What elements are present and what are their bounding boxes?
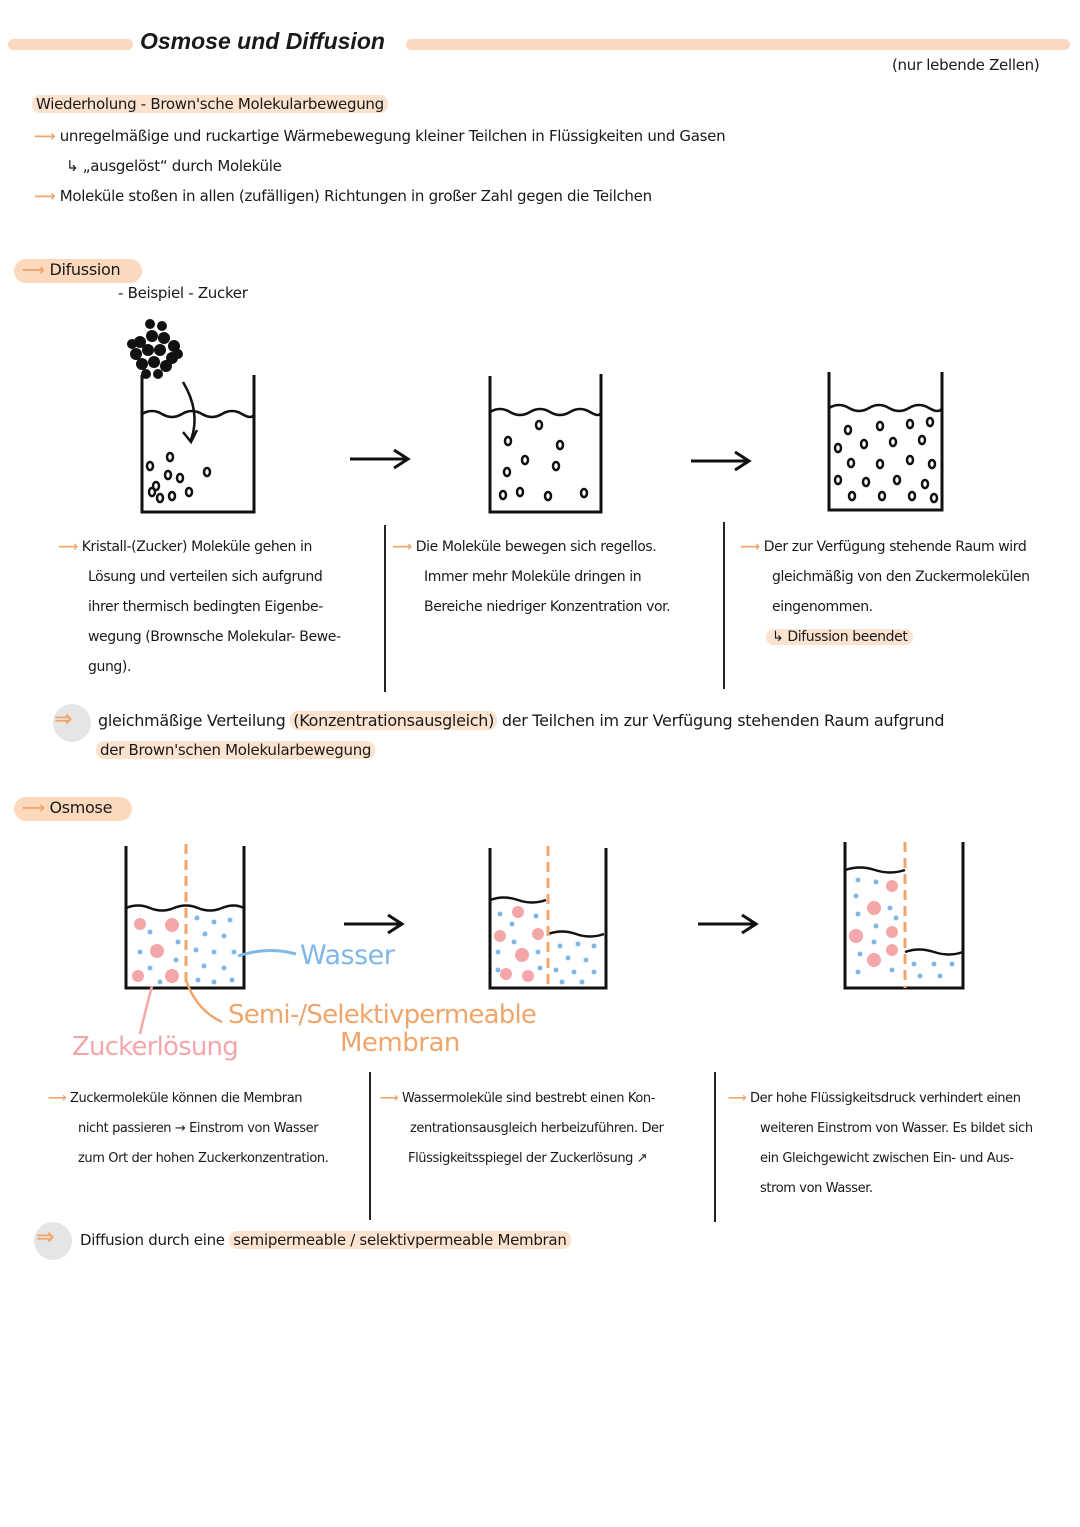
diffusion-label: ⟶ Difussion (22, 260, 121, 279)
arrow-right-icon: ⟶ (380, 1091, 399, 1106)
arrow-right-icon: ⟶ (392, 539, 412, 555)
diffusion-text-col-3: ⟶ Der zur Verfügung stehende Raum wird g… (740, 532, 1076, 652)
diffusion-col2-line1: ⟶ Die Moleküle bewegen sich regellos. (392, 539, 657, 555)
hook-arrow-icon: ↳ (66, 157, 79, 175)
label-membrane-2: Membran (340, 1028, 460, 1058)
osmose-col1-line3: zum Ort der hohen Zuckerkonzentration. (78, 1151, 329, 1166)
recap-heading: Wiederholung - Brown'sche Molekularbeweg… (32, 95, 388, 113)
osmose-col3-line3: ein Gleichgewicht zwischen Ein- und Aus- (760, 1151, 1014, 1166)
diffusion-col1-line5: gung). (88, 659, 132, 675)
diffusion-example: - Beispiel - Zucker (118, 284, 248, 302)
arrow-right-icon: ⟶ (34, 187, 56, 205)
diffusion-col2-line3: Bereiche niedriger Konzentration vor. (424, 599, 671, 615)
note-living-cells: (nur lebende Zellen) (892, 56, 1040, 74)
diffusion-col1-line4: wegung (Brownsche Molekular- Bewe- (88, 629, 341, 645)
recap-line-1-text: unregelmäßige und ruckartige Wärmebewegu… (59, 127, 726, 145)
diffusion-conclusion-line-1: gleichmäßige Verteilung (Konzentrationsa… (98, 711, 945, 730)
molecules-beaker-2 (498, 419, 589, 502)
diffusion-col1-line2: Lösung und verteilen sich aufgrund (88, 569, 323, 585)
recap-line-3: ⟶ Moleküle stoßen in allen (zufälligen) … (34, 187, 652, 205)
diffusion-text-col-1: ⟶ Kristall-(Zucker) Moleküle gehen in Lö… (58, 532, 373, 682)
diffusion-diagram (127, 319, 944, 514)
osmose-text-col-2: ⟶ Wassermoleküle sind bestrebt einen Kon… (380, 1084, 712, 1174)
recap-line-2-text: „ausgelöst“ durch Moleküle (82, 157, 282, 175)
process-arrow-1 (350, 448, 411, 470)
arrow-right-icon: ⟶ (58, 539, 78, 555)
page-title: Osmose und Diffusion (140, 28, 385, 54)
osmose-col3-line2: weiteren Einstrom von Wasser. Es bildet … (760, 1121, 1033, 1136)
beaker-1 (140, 375, 256, 514)
osmose-label: ⟶ Osmose (22, 798, 112, 817)
osmose-conclusion: Diffusion durch eine semipermeable / sel… (80, 1231, 571, 1249)
label-water: Wasser (300, 940, 395, 971)
diffusion-col3-line1: ⟶ Der zur Verfügung stehende Raum wird (740, 539, 1027, 555)
title-underline-left (8, 39, 133, 50)
osmose-beaker-3 (843, 842, 965, 990)
osmose-col2-line3: Flüssigkeitsspiegel der Zuckerlösung ↗ (408, 1151, 648, 1166)
implies-arrow-icon: ⇒ (36, 1225, 55, 1250)
osmose-col1-line1: ⟶ Zuckermoleküle können die Membran (48, 1091, 303, 1106)
diffusion-col3-line3: eingenommen. (772, 599, 873, 615)
diffusion-col1-line3: ihrer thermisch bedingten Eigenbe- (88, 599, 323, 615)
diffusion-ended: ↳ Difussion beendet (740, 622, 1076, 652)
arrow-right-icon: ⟶ (22, 798, 45, 817)
osmose-arrow-1 (344, 913, 405, 935)
arrow-right-icon: ⟶ (34, 127, 56, 145)
label-sugar-solution: Zuckerlösung (72, 1032, 239, 1062)
arrow-right-icon: ⟶ (48, 1091, 67, 1106)
diffusion-conclusion-line-2: der Brown'schen Molekularbewegung (96, 741, 376, 759)
molecules-beaker-3 (833, 416, 939, 504)
osmose-col2-line1: ⟶ Wassermoleküle sind bestrebt einen Kon… (380, 1091, 656, 1106)
column-divider (384, 525, 386, 692)
implies-arrow-icon: ⇒ (54, 707, 73, 732)
diffusion-col3-line2: gleichmäßig von den Zuckermolekülen (772, 569, 1030, 585)
arrow-right-icon: ⟶ (728, 1091, 747, 1106)
implies-bubble (53, 704, 91, 742)
beaker-2 (488, 374, 603, 514)
label-membrane-1: Semi-/Selektivpermeable (228, 1000, 537, 1030)
osmose-col1-line2: nicht passieren → Einstrom von Wasser (78, 1121, 319, 1136)
hook-arrow-icon: ↳ (772, 629, 784, 645)
recap-line-2: ↳ „ausgelöst“ durch Moleküle (66, 157, 282, 175)
osmose-col3-line4: strom von Wasser. (760, 1181, 873, 1196)
implies-bubble (34, 1222, 72, 1260)
arrow-right-icon: ⟶ (740, 539, 760, 555)
recap-line-3-text: Moleküle stoßen in allen (zufälligen) Ri… (59, 187, 652, 205)
osmose-label-text: Osmose (49, 798, 113, 817)
osmose-label-pill (14, 797, 132, 821)
sugar-crystal-icon (127, 319, 183, 379)
process-arrow-2 (691, 450, 752, 472)
title-underline-right (406, 39, 1070, 50)
osmose-diagram (124, 842, 965, 1035)
osmose-arrow-2 (698, 913, 759, 935)
column-divider (369, 1072, 371, 1220)
molecules-beaker-1 (145, 451, 212, 504)
osmose-text-col-3: ⟶ Der hohe Flüssigkeitsdruck verhindert … (728, 1084, 1078, 1204)
column-divider (723, 522, 725, 689)
osmose-beaker-1 (124, 844, 297, 1035)
column-divider (714, 1072, 716, 1222)
osmose-col2-line2: zentrationsausgleich herbeizuführen. Der (410, 1121, 664, 1136)
osmose-col3-line1: ⟶ Der hohe Flüssigkeitsdruck verhindert … (728, 1091, 1021, 1106)
recap-line-1: ⟶ unregelmäßige und ruckartige Wärmebewe… (34, 127, 726, 145)
osmose-text-col-1: ⟶ Zuckermoleküle können die Membran nich… (48, 1084, 363, 1174)
diffusion-text-col-2: ⟶ Die Moleküle bewegen sich regellos. Im… (392, 532, 712, 622)
diffusion-label-text: Difussion (49, 260, 121, 279)
osmose-beaker-2 (488, 846, 608, 990)
diffusion-label-pill (14, 259, 142, 283)
arrow-right-icon: ⟶ (22, 260, 45, 279)
diffusion-col1-line1: ⟶ Kristall-(Zucker) Moleküle gehen in (58, 539, 312, 555)
diffusion-col2-line2: Immer mehr Moleküle dringen in (424, 569, 642, 585)
beaker-3 (827, 372, 944, 512)
